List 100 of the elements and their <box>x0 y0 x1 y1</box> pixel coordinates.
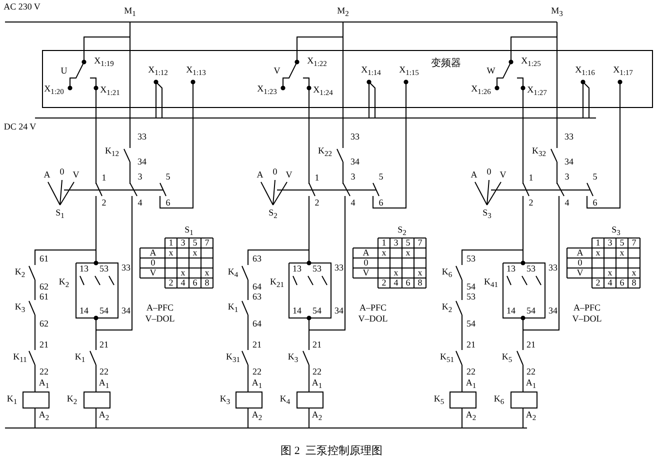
table-row-label: V <box>576 268 584 278</box>
inverter-title: 变频器 <box>431 56 461 70</box>
contact-number: 5 <box>378 172 384 182</box>
table-mark: x <box>418 268 422 278</box>
contact-number: 6 <box>378 198 384 208</box>
position-label: A <box>470 170 478 180</box>
terminal-label: X$_{1:27}$ <box>527 85 547 97</box>
contact-number: 1 <box>528 174 534 182</box>
contact-number: 64 <box>252 282 262 292</box>
position-label: 0 <box>60 168 64 176</box>
contact-number: 4 <box>350 198 356 208</box>
contact-number: 63 <box>252 292 262 302</box>
coil-terminal-label: A$_{1}$ <box>252 378 262 390</box>
contact-number: 54 <box>312 306 322 316</box>
position-label: A <box>44 170 50 180</box>
table-footer: 6 <box>192 278 198 288</box>
table-mark: x <box>406 248 410 258</box>
contact-number: 34 <box>122 306 130 316</box>
coil-terminal-label: A$_{2}$ <box>466 410 476 422</box>
contact-number: 33 <box>138 132 146 142</box>
table-mark: x <box>620 248 624 258</box>
contact-number: 21 <box>252 340 262 350</box>
contact-number: 1 <box>102 174 106 182</box>
table-row-label: 0 <box>150 258 156 268</box>
contact-number: 63 <box>252 254 262 264</box>
coil-terminal-label: A$_{1}$ <box>466 378 476 390</box>
table-footer: 4 <box>608 278 612 288</box>
relay-label: K$_{2}$ <box>58 277 70 289</box>
terminal-label: X$_{1:14}$ <box>361 65 381 77</box>
contact-number: 53 <box>466 292 476 302</box>
terminal-label: X$_{1:12}$ <box>148 65 168 77</box>
table-mark: x <box>596 248 600 258</box>
table-header: 5 <box>406 238 410 248</box>
contact-number: 21 <box>312 340 322 350</box>
contact-number: 33 <box>564 132 574 142</box>
coil-label: K$_{2}$ <box>66 394 78 406</box>
relay-label: K$_{4}$ <box>228 267 238 279</box>
terminal-label: X$_{1:17}$ <box>613 65 633 77</box>
contact-number: 54 <box>526 306 536 316</box>
table-title: S$_{1}$ <box>184 225 194 237</box>
contact-number: 53 <box>526 264 536 274</box>
contact-number: 5 <box>592 172 598 182</box>
coil-label: K$_{1}$ <box>6 394 18 406</box>
terminal-label: X$_{1:22}$ <box>307 56 327 68</box>
contact-number: 61 <box>40 254 48 264</box>
table-header: 1 <box>596 238 600 248</box>
contact-number: 21 <box>100 340 108 350</box>
table-title: S$_{3}$ <box>612 225 620 237</box>
contact-number: 14 <box>506 306 516 316</box>
table-mark: x <box>608 268 612 278</box>
terminal-label: X$_{1:25}$ <box>521 56 541 68</box>
position-label: V <box>72 170 80 180</box>
table-footer: 6 <box>620 278 624 288</box>
table-row-label: 0 <box>364 258 368 268</box>
relay-label: K$_{1}$ <box>74 352 86 364</box>
motor-label: M$_{2}$ <box>337 6 349 18</box>
contact-number: 34 <box>564 158 574 166</box>
contact-number: 21 <box>466 340 476 350</box>
contact-number: 13 <box>506 264 516 274</box>
terminal-label: X$_{1:20}$ <box>44 84 64 96</box>
table-row-label: A <box>576 248 584 258</box>
position-label: V <box>286 170 292 180</box>
relay-label: K$_{21}$ <box>270 277 284 289</box>
contact-number: 54 <box>466 320 476 328</box>
coil-terminal-label: A$_{2}$ <box>312 410 322 422</box>
table-header: 7 <box>418 238 422 248</box>
contact-number: 2 <box>102 198 106 208</box>
terminal-label: X$_{1:16}$ <box>575 65 595 77</box>
mode-note: V–DOL <box>145 314 175 324</box>
relay-label: K$_{2}$ <box>14 267 26 279</box>
table-header: 3 <box>394 238 398 248</box>
position-label: V <box>500 170 506 180</box>
contact-number: 54 <box>100 306 108 316</box>
coil-label: K$_{4}$ <box>280 394 290 406</box>
table-mark: x <box>192 248 198 258</box>
table-mark: x <box>168 248 174 258</box>
contact-number: 53 <box>466 254 476 264</box>
contact-number: 54 <box>466 282 476 292</box>
position-label: 0 <box>272 168 278 176</box>
mode-note: V–DOL <box>572 314 602 324</box>
contact-number: 33 <box>122 264 130 272</box>
table-footer: 2 <box>596 278 600 288</box>
table-mark: x <box>204 268 210 278</box>
table-header: 7 <box>632 238 636 248</box>
relay-label: K$_{32}$ <box>532 146 546 158</box>
table-header: 5 <box>620 238 624 248</box>
motor-label: M$_{1}$ <box>124 6 136 18</box>
contact-number: 34 <box>334 306 344 316</box>
coil-terminal-label: A$_{2}$ <box>526 410 536 422</box>
contact-number: 22 <box>466 368 476 376</box>
phase-label: V <box>274 66 280 76</box>
table-mark: x <box>632 268 636 278</box>
mode-note: A–PFC <box>574 304 600 312</box>
table-row-label: 0 <box>578 258 582 268</box>
table-footer: 8 <box>632 278 636 288</box>
relay-label: K$_{12}$ <box>105 146 119 158</box>
contact-number: 21 <box>526 340 536 350</box>
table-footer: 8 <box>418 278 422 288</box>
contact-number: 53 <box>100 264 108 274</box>
contact-number: 62 <box>40 320 48 328</box>
